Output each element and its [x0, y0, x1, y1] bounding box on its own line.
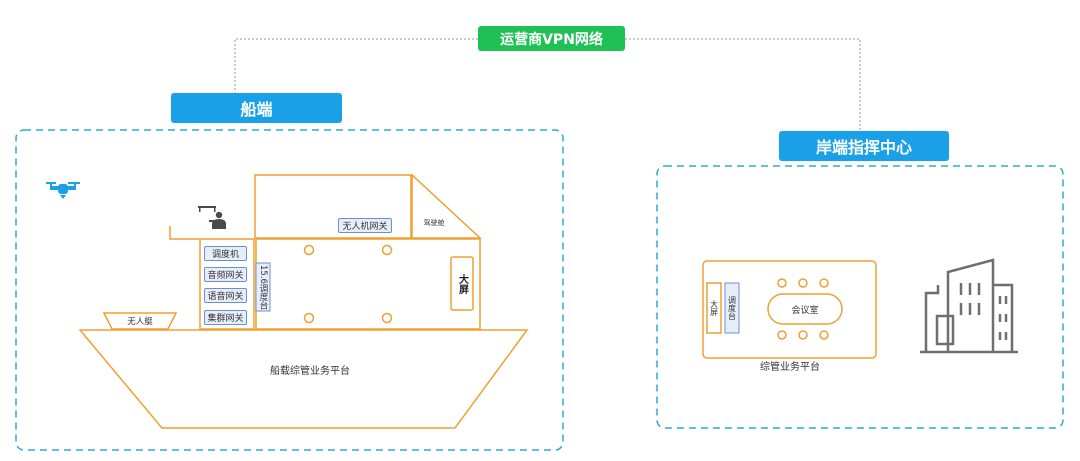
upper-cabin: [254, 174, 412, 239]
shore-console-label: 调度台: [727, 296, 737, 320]
drone-hangar-label: 无人艇: [127, 317, 153, 327]
vpn-network-label: 运营商VPN网络: [478, 26, 625, 51]
ship-hull: [78, 329, 529, 429]
dispatcher-device: 调度机: [204, 246, 247, 261]
drone-gateway-device: 无人机网关: [338, 218, 392, 233]
shore-region-frame: [656, 165, 1064, 429]
seat: [303, 312, 315, 324]
vpn-link-shore: [625, 38, 861, 131]
ship-console-label: 15.6调度台: [258, 264, 268, 310]
seat: [798, 330, 808, 340]
deck-rail: [169, 226, 200, 240]
shore-console-box: [724, 282, 740, 334]
bridge-cabin: [411, 173, 482, 239]
shore-big-screen-label: 大屏: [709, 300, 719, 316]
drone-operator-icon: [198, 206, 226, 229]
seat: [381, 244, 393, 256]
seat: [777, 330, 787, 340]
shore-platform-frame: [702, 260, 877, 359]
shore-region-label: 岸端指挥中心: [779, 131, 949, 161]
vpn-link-ship: [234, 38, 478, 93]
ship-big-screen-label: 大屏: [456, 273, 468, 294]
cluster-gateway-device: 集群网关: [204, 310, 247, 325]
seat: [777, 278, 787, 288]
ship-platform-label: 船载综管业务平台: [270, 365, 350, 377]
seat: [819, 330, 829, 340]
shore-platform-label: 综管业务平台: [760, 361, 820, 373]
audio-gateway-device: 音频网关: [204, 267, 247, 282]
drone-icon: [46, 182, 80, 199]
meeting-room-label: 会议室: [791, 305, 819, 316]
seat: [381, 312, 393, 324]
seat: [303, 244, 315, 256]
ship-region-label: 船端: [171, 93, 342, 123]
ship-region-frame: [15, 129, 564, 451]
drone-hangar-boat: [102, 312, 178, 330]
bridge-label: 驾驶舱: [423, 219, 445, 227]
building-icon: [920, 258, 1018, 354]
main-cabin: [255, 238, 481, 330]
ship-big-screen-box: [450, 256, 474, 311]
equipment-rack: [199, 238, 255, 330]
seat: [798, 278, 808, 288]
ship-console-box: [255, 262, 271, 312]
meeting-table: [767, 293, 843, 325]
seat: [819, 278, 829, 288]
voice-gateway-device: 语音网关: [204, 288, 247, 303]
shore-big-screen-box: [706, 282, 722, 334]
